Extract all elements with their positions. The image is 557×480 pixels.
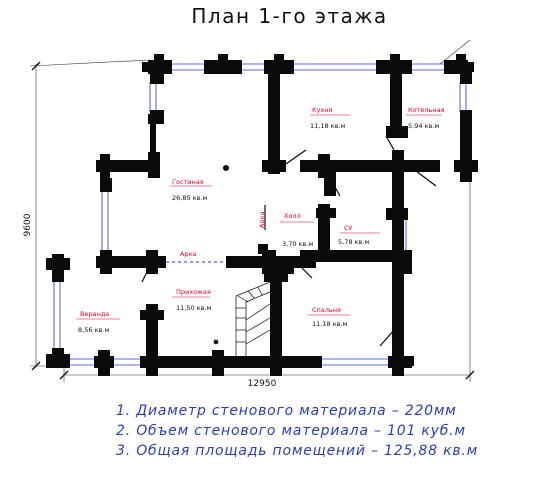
svg-text:Спальня: Спальня (312, 306, 341, 314)
svg-text:Кухня: Кухня (312, 106, 333, 114)
svg-text:8,56 кв.м: 8,56 кв.м (78, 326, 109, 334)
width-dimension: 12950 (248, 379, 277, 389)
note-item: 1. Диаметр стенового материала – 220мм (116, 403, 457, 419)
svg-text:Котельная: Котельная (408, 106, 445, 114)
room-label-veranda: Веранда 8,56 кв.м (76, 310, 120, 334)
room-label-holl: Холл 3,70 кв.м (280, 212, 314, 248)
svg-text:26,85 кв.м: 26,85 кв.м (172, 194, 207, 202)
notes-list: 1. Диаметр стенового материала – 220мм 2… (116, 401, 478, 461)
walls (46, 54, 478, 376)
svg-text:Гостиная: Гостиная (172, 178, 204, 186)
svg-text:5,94 кв.м: 5,94 кв.м (408, 122, 439, 130)
height-dimension: 9600 (23, 213, 33, 236)
room-label-su: СУ 5,78 кв.м (338, 224, 380, 246)
doors (141, 135, 437, 347)
svg-text:СУ: СУ (344, 224, 353, 232)
opening-label-arka-1: Арка (180, 250, 196, 258)
note-item: 3. Общая площадь помещений – 125,88 кв.м (116, 443, 479, 459)
room-label-gostinaya: Гостиная 26,85 кв.м (170, 178, 212, 202)
room-label-spalnya: Спальня 11,18 кв.м (308, 306, 350, 328)
svg-text:Холл: Холл (284, 212, 301, 220)
staircase (213, 281, 271, 356)
room-label-prihozhaya: Прихожая 11,50 кв.м (172, 288, 211, 312)
room-label-kuhnya: Кухня 11,18 кв.м (310, 106, 350, 130)
svg-text:11,50 кв.м: 11,50 кв.м (176, 304, 211, 312)
opening-label-arka-2: Арка (258, 212, 266, 228)
dimension-ticks (31, 61, 475, 380)
svg-text:11,18 кв.м: 11,18 кв.м (310, 122, 345, 130)
svg-text:Прихожая: Прихожая (176, 288, 211, 296)
svg-text:Веранда: Веранда (80, 310, 109, 318)
svg-text:5,78 кв.м: 5,78 кв.м (338, 238, 369, 246)
fireplace-point (223, 165, 229, 171)
note-item: 2. Объем стенового материала – 101 куб.м (116, 423, 466, 439)
plan-title: План 1-го этажа (191, 4, 388, 28)
room-label-kotelnaya: Котельная 5,94 кв.м (406, 106, 445, 130)
svg-text:11,18 кв.м: 11,18 кв.м (312, 320, 347, 328)
svg-text:3,70 кв.м: 3,70 кв.м (282, 240, 313, 248)
